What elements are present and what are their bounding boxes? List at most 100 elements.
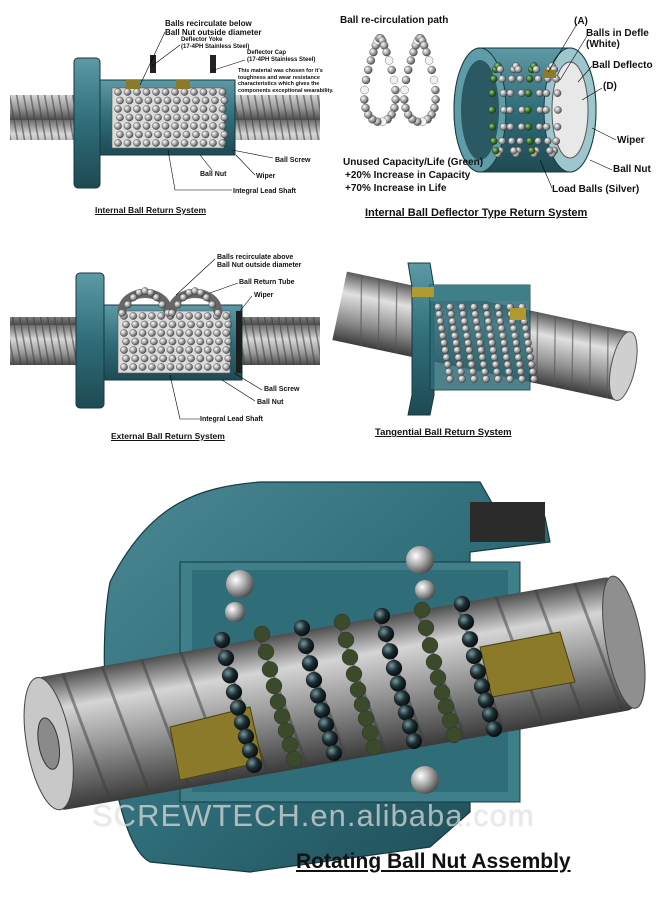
ball	[179, 293, 188, 302]
ball	[506, 89, 515, 97]
ball	[453, 595, 471, 613]
ball	[225, 683, 243, 701]
ball	[168, 354, 177, 363]
tangential-caption: Tangential Ball Return System	[375, 427, 512, 438]
ball	[458, 303, 466, 311]
ball	[161, 105, 170, 113]
ball	[129, 293, 138, 302]
ball	[452, 339, 460, 347]
ball	[154, 130, 162, 139]
ball	[496, 65, 505, 74]
ball	[345, 665, 363, 683]
ball	[491, 146, 500, 155]
ball	[472, 317, 481, 326]
ball	[122, 320, 130, 329]
ball	[502, 353, 511, 362]
ball	[142, 139, 151, 147]
ball	[201, 96, 210, 105]
ball	[202, 293, 211, 302]
ball	[493, 368, 501, 376]
ball	[241, 742, 259, 759]
load-balls-label: Load Balls (Silver)	[552, 184, 640, 195]
ball	[421, 637, 439, 654]
ball	[527, 146, 536, 155]
ball	[435, 310, 443, 318]
ball	[171, 88, 179, 96]
ball	[481, 706, 499, 723]
ball	[477, 692, 495, 709]
ball-deflector-label: Ball Deflecto	[592, 60, 653, 71]
ball	[133, 88, 141, 96]
ball	[211, 113, 219, 122]
ball	[501, 346, 509, 354]
ball	[473, 678, 491, 695]
ball	[524, 123, 533, 131]
ball	[215, 337, 223, 346]
ball	[224, 320, 233, 329]
ball	[168, 337, 177, 346]
ball	[159, 337, 167, 346]
ball	[192, 113, 200, 122]
ball	[205, 320, 214, 329]
ball	[424, 56, 434, 65]
ball	[148, 363, 156, 371]
rotating-assembly-diagram	[23, 481, 646, 873]
ball	[490, 75, 498, 83]
ball	[478, 353, 487, 362]
ball	[485, 720, 503, 738]
internal-ball-return-diagram	[10, 31, 320, 191]
ball	[123, 122, 132, 130]
ball	[157, 312, 165, 320]
ball	[163, 130, 172, 139]
ball	[361, 103, 370, 113]
ball	[203, 312, 212, 320]
ball	[373, 607, 391, 625]
ball	[118, 309, 126, 317]
ball	[532, 65, 541, 74]
ball	[499, 89, 508, 97]
ball	[116, 113, 124, 122]
ball	[215, 354, 223, 363]
ball	[205, 337, 214, 346]
ball	[116, 96, 124, 105]
ball	[482, 303, 490, 311]
ball	[364, 65, 373, 75]
ball	[144, 113, 153, 122]
ball	[152, 105, 160, 113]
external-ball-return-panel: Balls recirculate above Ball Nut outside…	[0, 245, 330, 450]
ball	[265, 677, 283, 695]
ball	[129, 346, 138, 354]
ball	[542, 123, 551, 131]
screw-end	[608, 331, 638, 401]
ball	[194, 329, 203, 337]
ball	[309, 687, 327, 704]
ball	[477, 346, 485, 354]
ball	[178, 337, 186, 346]
ball	[360, 95, 369, 104]
material-note: This material was chosen for it's toughn…	[238, 68, 334, 94]
ball-screw-label: Ball Screw	[275, 157, 311, 164]
ball-screw-label-3: Ball Screw	[264, 386, 300, 393]
ball	[135, 130, 143, 139]
ball	[218, 139, 227, 147]
ball	[214, 309, 222, 317]
ball	[154, 113, 162, 122]
ball	[517, 89, 526, 97]
ball	[159, 354, 167, 363]
ball	[129, 329, 138, 337]
ball	[131, 320, 140, 329]
ball	[222, 329, 231, 337]
ball	[489, 346, 497, 354]
ball	[201, 130, 210, 139]
wiper-part	[236, 311, 242, 373]
ball	[199, 139, 208, 147]
ball	[222, 346, 231, 354]
wiper-label-2: Wiper	[617, 135, 645, 146]
ball	[525, 346, 533, 354]
ball	[417, 619, 435, 637]
ball	[553, 123, 562, 131]
integral-lead-shaft-label: Integral Lead Shaft	[233, 188, 297, 195]
ball	[479, 360, 488, 369]
ball	[114, 139, 122, 147]
ball	[391, 95, 400, 104]
